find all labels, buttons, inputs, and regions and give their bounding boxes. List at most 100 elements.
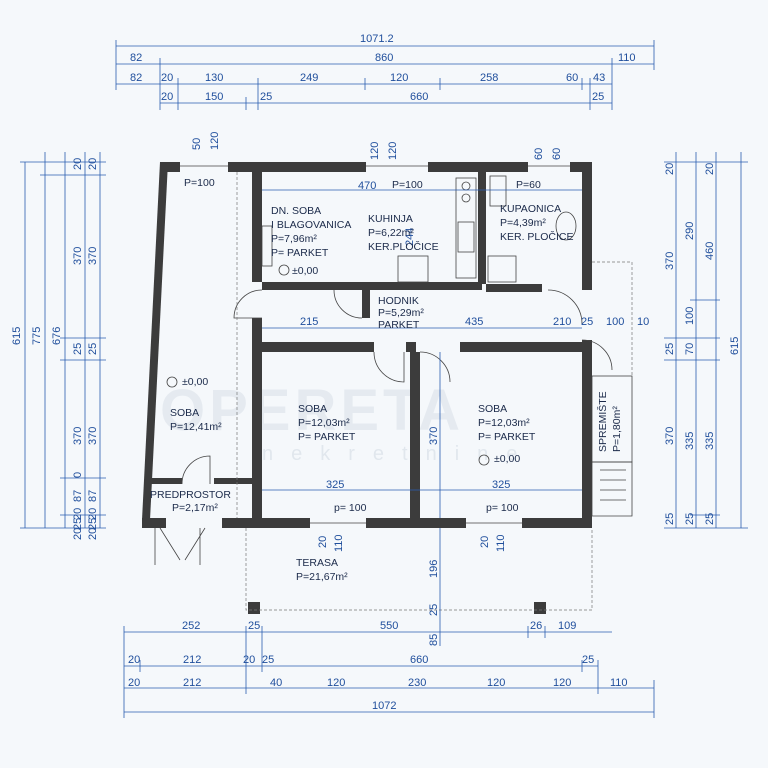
kitchen-area: P=6,22m² xyxy=(368,227,414,239)
window-label-mid: P=100 xyxy=(392,179,423,191)
dim-inner-196: 196 xyxy=(428,560,440,578)
dim-right-c2-3: 335 xyxy=(684,432,696,450)
dim-inner-370: 370 xyxy=(428,427,440,445)
room-left-area: P=12,41m² xyxy=(170,421,222,433)
dim-top-r3-b: 20 xyxy=(161,72,173,84)
dim-right-c2-2: 70 xyxy=(684,343,696,355)
dim-inner-50: 50 xyxy=(191,138,203,150)
dim-inner-100a: 100 xyxy=(606,316,624,328)
level-marker-icon xyxy=(166,376,178,388)
terrace-name: TERASA xyxy=(296,557,338,569)
dim-left-c2: 775 xyxy=(31,327,43,345)
dim-left-c4-6: 20 xyxy=(72,508,84,520)
dim-bot-r1-a: 252 xyxy=(182,620,200,632)
dim-top-r3-c: 130 xyxy=(205,72,223,84)
dim-bot-r3-c: 40 xyxy=(270,677,282,689)
dim-inner-325b: 325 xyxy=(492,479,510,491)
window-label-bottom-mid: p= 100 xyxy=(334,502,367,514)
dim-right-c3-1: 335 xyxy=(704,432,716,450)
hall-floor: PARKET xyxy=(378,319,420,331)
kitchen-floor: KER.PLOČICE xyxy=(368,240,439,253)
dim-top-r3-e: 120 xyxy=(390,72,408,84)
room-left-level: ±0,00 xyxy=(182,376,208,388)
dim-left-c4-7: 25 xyxy=(72,518,84,530)
dim-top-r4-d: 660 xyxy=(410,91,428,103)
bathroom-area: P=4,39m² xyxy=(500,217,546,229)
dim-right-c5-1: 20 xyxy=(704,163,716,175)
watermark-sub: nekretnine xyxy=(262,443,535,465)
dim-right-c1-2: 370 xyxy=(664,427,676,445)
living-room-floor: P= PARKET xyxy=(271,247,329,259)
dim-top-r4-b: 150 xyxy=(205,91,223,103)
dim-top-r3-g: 60 xyxy=(566,72,578,84)
dim-left-c4-0: 20 xyxy=(72,158,84,170)
dim-left-c5-0: 20 xyxy=(87,158,99,170)
left-dimensions: 615 775 676 20 370 25 370 0 87 20 20 370… xyxy=(11,152,106,540)
storage-area: P=1,80m² xyxy=(611,406,623,452)
dim-left-c4-3: 370 xyxy=(72,427,84,445)
dim-right-c2-0: 290 xyxy=(684,222,696,240)
dim-right-c4-0: 615 xyxy=(729,337,741,355)
dim-top-total: 1071.2 xyxy=(360,33,394,45)
dim-bot-r2-b: 212 xyxy=(183,654,201,666)
dim-bot-r3-h: 110 xyxy=(610,677,628,689)
dim-inner-10: 10 xyxy=(637,316,649,328)
inner-dimensions: 50 120 120 120 60 60 470 244 215 435 210… xyxy=(191,132,649,646)
dim-bot-r2-c: 20 xyxy=(243,654,255,666)
dim-left-c5-2: 25 xyxy=(87,343,99,355)
dim-inner-435: 435 xyxy=(465,316,483,328)
dim-right-c1-1: 25 xyxy=(664,343,676,355)
dim-left-c5-7: 20 xyxy=(87,528,99,540)
dim-left-c5-1: 370 xyxy=(87,247,99,265)
living-room-area: P=7,96m² xyxy=(271,233,317,245)
dim-left-c3: 676 xyxy=(51,327,63,345)
dim-top-r3-f: 258 xyxy=(480,72,498,84)
dim-top-r4-e: 25 xyxy=(592,91,604,103)
right-dimensions: 370 25 370 25 290 100 70 335 25 460 335 … xyxy=(664,152,748,529)
dim-inner-210: 210 xyxy=(553,316,571,328)
dim-left-c4-8: 20 xyxy=(72,528,84,540)
entry-area: P=2,17m² xyxy=(172,502,218,514)
window-label-bath: P=60 xyxy=(516,179,541,191)
dim-top-r2-a: 82 xyxy=(130,52,142,64)
dim-bot-r3-a: 20 xyxy=(128,677,140,689)
dim-bot-r1-d: 26 xyxy=(530,620,542,632)
living-room-level: ±0,00 xyxy=(292,265,318,277)
room-right-floor: P= PARKET xyxy=(478,431,536,443)
room-right-area: P=12,03m² xyxy=(478,417,530,429)
dim-bot-r3-f: 120 xyxy=(487,677,505,689)
dim-inner-20b: 20 xyxy=(317,536,329,548)
dim-bot-r3-d: 120 xyxy=(327,677,345,689)
dim-left-c5-5: 20 xyxy=(87,508,99,520)
room-mid-floor: P= PARKET xyxy=(298,431,356,443)
living-room-name2: I BLAGOVANICA xyxy=(271,219,351,231)
dim-inner-120c: 120 xyxy=(387,142,399,160)
dim-bot-total: 1072 xyxy=(372,700,396,712)
dim-inner-244: 244 xyxy=(404,228,416,246)
terrace-area: P=21,67m² xyxy=(296,571,348,583)
dim-bot-r2-d: 25 xyxy=(262,654,274,666)
dim-top-r3-h: 43 xyxy=(593,72,605,84)
entry-name: PREDPROSTOR xyxy=(150,489,231,501)
dim-inner-215: 215 xyxy=(300,316,318,328)
dim-inner-25a: 25 xyxy=(581,316,593,328)
dim-right-c3-2: 25 xyxy=(704,513,716,525)
dim-right-c2-4: 25 xyxy=(684,513,696,525)
dim-left-c5-3: 370 xyxy=(87,427,99,445)
window-label-left: P=100 xyxy=(184,177,215,189)
dim-bot-r2-f: 25 xyxy=(582,654,594,666)
dim-top-r4-a: 20 xyxy=(161,91,173,103)
room-right-name: SOBA xyxy=(478,403,507,415)
dim-bot-r1-b: 25 xyxy=(248,620,260,632)
dim-right-c5-0: 20 xyxy=(664,163,676,175)
dim-top-r2-b: 860 xyxy=(375,52,393,64)
dim-left-c4-2: 25 xyxy=(72,343,84,355)
level-markers xyxy=(166,264,490,466)
dim-left-c4-5: 87 xyxy=(72,490,84,502)
level-marker-icon xyxy=(478,454,490,466)
dim-inner-25b: 25 xyxy=(428,604,440,616)
dim-inner-110b: 110 xyxy=(495,534,507,552)
dim-left-c4-1: 370 xyxy=(72,247,84,265)
dim-bot-r3-e: 230 xyxy=(408,677,426,689)
dim-top-r2-c: 110 xyxy=(618,52,636,64)
